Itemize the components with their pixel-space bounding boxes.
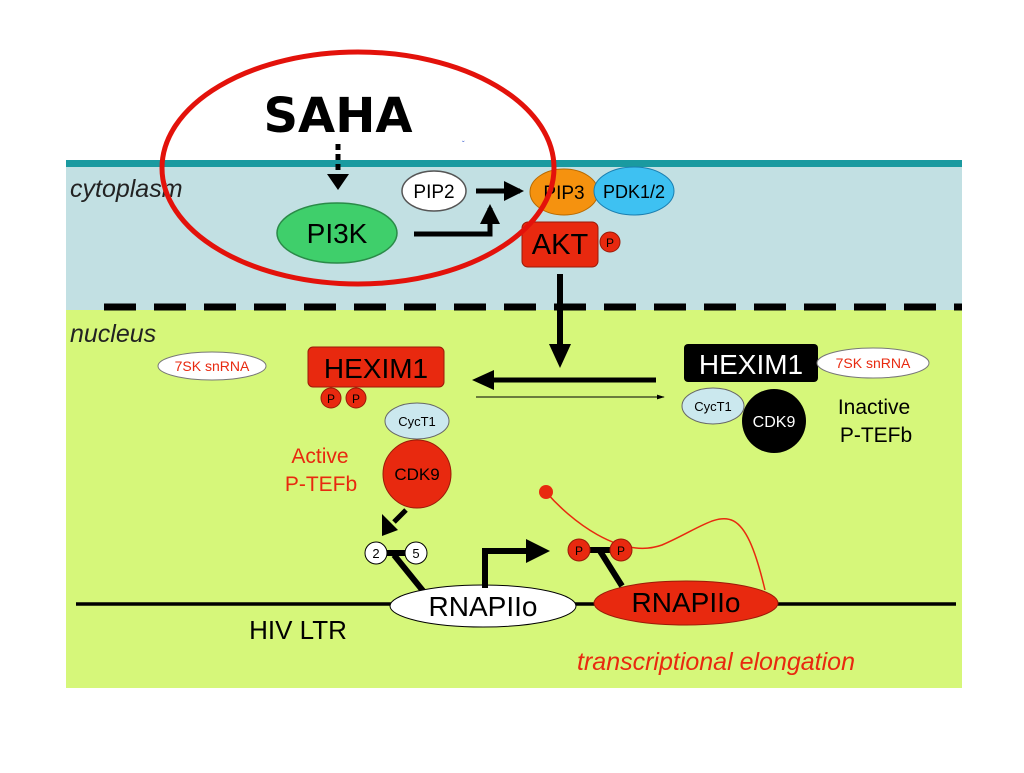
hexim-active-label: HEXIM1 <box>324 353 428 384</box>
cdk9-inactive-label: CDK9 <box>753 414 796 431</box>
rnapii-right-node <box>593 580 779 626</box>
snrna-left-node <box>157 351 267 381</box>
hexim-phospho-1-label: P <box>327 392 335 406</box>
akt-label: AKT <box>532 229 589 261</box>
akt-down-arrowhead <box>549 344 571 368</box>
inactive-ptefb-line2: P-TEFb <box>840 424 912 447</box>
snrna-right-label: 7SK snRNA <box>836 355 911 371</box>
rnapii-left-label: RNAPIIo <box>429 591 538 622</box>
tss-arrow <box>482 548 530 588</box>
hexim-phospho-2-label: P <box>352 392 360 406</box>
ser2-right-label: P <box>575 544 583 558</box>
ser2-left-label: 2 <box>372 546 379 561</box>
active-ptefb-line2: P-TEFb <box>285 473 357 496</box>
saha-title: SAHA <box>263 88 412 144</box>
cdk9-active-node <box>382 439 452 509</box>
akt-phospho <box>599 231 621 253</box>
membrane-line <box>66 160 962 167</box>
cdk9-inactive-node <box>742 389 806 453</box>
hexim-phospho-2 <box>345 387 367 409</box>
cyct1-inactive-node <box>681 387 745 425</box>
ser2-right-phospho <box>567 538 591 562</box>
cyct1-active-node <box>384 402 450 440</box>
small-mark: ˇ <box>462 140 465 149</box>
ctd-right-stalk <box>597 549 625 588</box>
cdk9-ctd-arrowhead <box>382 514 398 536</box>
pdk-node <box>593 166 675 216</box>
ser5-right-phospho <box>609 538 633 562</box>
highlight-circle <box>159 49 557 287</box>
hexim-inactive-label: HEXIM1 <box>699 349 803 380</box>
hiv-ltr-label: HIV LTR <box>249 615 347 645</box>
cyct1-inactive-label: CycT1 <box>694 399 732 414</box>
saha-arrowhead <box>327 174 349 190</box>
pi3k-label: PI3K <box>307 218 368 249</box>
elongation-label: transcriptional elongation <box>577 648 855 676</box>
pip2-label: PIP2 <box>413 182 454 203</box>
pi3k-node <box>276 202 398 264</box>
ser5-left-label: 5 <box>412 546 419 561</box>
hexim-active-node <box>307 346 445 388</box>
tss-arrowhead <box>526 539 550 563</box>
pip2-node <box>401 170 467 212</box>
akt-node <box>521 221 599 268</box>
nascent-rna <box>545 491 766 591</box>
rna-cap <box>539 485 553 499</box>
active-ptefb-line1: Active <box>291 445 348 468</box>
snrna-right-node <box>816 347 930 379</box>
ser5-left <box>404 541 428 565</box>
pdk-label: PDK1/2 <box>603 182 665 202</box>
pi3k-pip3-arrow <box>414 204 500 237</box>
pip3-label: PIP3 <box>543 183 584 204</box>
rnapii-right-label: RNAPIIo <box>632 587 741 618</box>
ser2-left <box>364 541 388 565</box>
inactive-ptefb-line1: Inactive <box>838 396 910 419</box>
snrna-left-label: 7SK snRNA <box>175 358 250 374</box>
hexim-phospho-1 <box>320 387 342 409</box>
akt-phospho-label: P <box>606 236 614 250</box>
cdk9-ctd-arrow <box>392 508 408 524</box>
nucleus-label: nucleus <box>70 320 156 348</box>
hexim-inactive-node <box>684 344 818 382</box>
equilibrium-left-arrowhead <box>472 370 494 390</box>
cdk9-active-label: CDK9 <box>394 465 439 484</box>
ser5-right-label: P <box>617 544 625 558</box>
cyct1-active-label: CycT1 <box>398 414 436 429</box>
